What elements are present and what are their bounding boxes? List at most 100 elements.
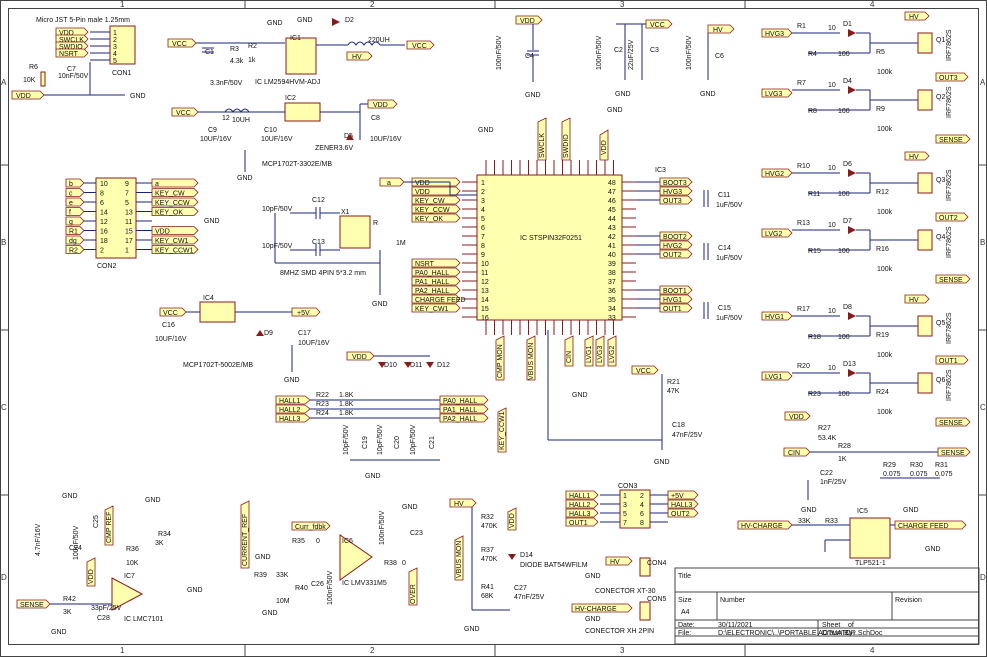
ic5-name: TLP521-1 (855, 560, 886, 567)
c8-ref: C8 (371, 115, 380, 122)
ic4-name: MCP1702T-5002E/MB (183, 362, 253, 369)
ic3-bottom-labels: CMP MON VBUS MON LVG3 LVG2 LVG1 CIN KEY_… (495, 330, 703, 466)
ic3-pin-left: 1 (481, 180, 485, 187)
c19-ref: C19 (362, 436, 369, 449)
con2-right-net-1-text: KEY_CW (155, 191, 185, 198)
size-label: Size (678, 597, 692, 604)
c2-val: 100nF/50V (596, 35, 603, 70)
gate-rc-val: 100k (877, 126, 893, 133)
gate-d-ref: D8 (843, 304, 852, 311)
con1-pin-num: 2 (113, 37, 117, 44)
con2-pin-right: 9 (125, 181, 129, 188)
con1-pin-num: 3 (113, 44, 117, 51)
file-label: File: (678, 630, 691, 637)
c10-ref: C10 (264, 127, 277, 134)
r24h-ref: R24 (316, 410, 329, 417)
ic3-pin-right: 47 (608, 189, 616, 196)
r37-val: 470K (481, 556, 498, 563)
con3-right-net-0-text: +5V (671, 493, 684, 500)
vbus-gnd: GND (464, 626, 480, 633)
con2-right-net-7-text: KEY_CCW1 (155, 248, 194, 255)
hall-gnd: GND (365, 473, 381, 480)
ic7-gnd-top2: GND (145, 497, 161, 504)
current-sense-group: VDD R27 53.4K CIN R28 1K C22 1nF/25V R29… (783, 411, 971, 514)
con3-right-net-1-text: HALL3 (671, 502, 693, 509)
row-label-c-right: C (980, 403, 986, 412)
x1-desc: 8MHZ SMD 4PIN 5*3.2 mm (280, 270, 366, 277)
con2-pin-right: 17 (125, 238, 133, 245)
ic6-ref: IC6 (342, 538, 353, 545)
con2-pin-left: 2 (100, 248, 104, 255)
size-value: A4 (681, 609, 690, 616)
pa2-tag: PA2_HALL (443, 416, 477, 423)
gate-lvg-0: LVG3 (761, 88, 793, 98)
ic3-pin-left: 10 (481, 261, 489, 268)
gate-sense-2: SENSE (935, 417, 971, 427)
ic3-right-net-13: HVG1 (659, 294, 693, 304)
cs-gnd: GND (801, 507, 817, 514)
ic4-5v: +5V (297, 310, 310, 317)
d2-gnd: GND (297, 17, 313, 24)
r38-val: 0 (402, 560, 406, 567)
vdd-vert: VDD (509, 513, 516, 528)
ic3-left-net-3-text: KEY_CCW (415, 207, 450, 214)
ic3-right-net-6: BOOT2 (659, 231, 693, 241)
gate-sense-1-text: SENSE (939, 277, 963, 284)
c6-hv: HV (713, 27, 723, 34)
d12-ref: D12 (437, 362, 450, 369)
con1-net-3: NSRT (55, 48, 89, 58)
ic4-vcc: VCC (163, 310, 178, 317)
r41-val: 68K (481, 593, 494, 600)
con2-left-net-6: dg (65, 235, 85, 245)
gate-rc-val: 100k (877, 209, 893, 216)
ic3-pin-left: 3 (481, 198, 485, 205)
c4-gnd: GND (525, 92, 541, 99)
con3-left-net-2: HALL3 (565, 508, 599, 518)
con2-right-net-3-text: KEY_OK (155, 210, 183, 217)
ic3-right-net-7: HVG2 (659, 240, 693, 250)
gate-hv-2: HV (909, 297, 919, 304)
con2-gnd: GND (204, 218, 220, 225)
con2-pin-left: 10 (100, 181, 108, 188)
con1-pin-num: 1 (113, 30, 117, 37)
con3-left-net-1: HALL2 (565, 499, 599, 509)
ic7-ref: IC7 (124, 573, 135, 580)
r31-ref: R31 (935, 462, 948, 469)
ic3-body (476, 174, 623, 321)
gate-r-val: 10 (828, 82, 836, 89)
vbus-mon-label: VBUS MON (456, 541, 463, 578)
r1m-ref: R (373, 220, 378, 227)
ic2-name: MCP1702T-3302E/MB (262, 161, 332, 168)
c24-ref: C24 (69, 545, 82, 552)
ic7-sense: SENSE (20, 602, 44, 609)
r32-ref: R32 (481, 514, 494, 521)
gate-out-0-text: OUT3 (939, 75, 958, 82)
gate-rb-ref: R11 (808, 191, 820, 198)
vbus-divider: HV R32 470K R37 470K R41 68K VBUS MON VD… (449, 498, 588, 633)
r3-val: 4.3k (230, 58, 244, 65)
ic3-pin-right: 46 (608, 198, 616, 205)
x1-group: 10pF/50V C12 10pF/50V C13 X1 R 1M 8MHZ S… (262, 197, 406, 308)
sheet-label: Sheet (822, 622, 840, 629)
gate-rb-val: 100 (838, 108, 850, 115)
con2-left-net-0: b (65, 178, 85, 188)
ic3-pin-right: 41 (608, 243, 616, 250)
c18-gnd: GND (654, 459, 670, 466)
ic3-group: IC3 IC STSPIN32F0251 1VDD2VDD3KEY_CW4KEY… (379, 107, 693, 335)
c14-val: 1uF/50V (716, 255, 743, 262)
ic3-pin-right: 43 (608, 225, 616, 232)
con2-ref: CON2 (97, 263, 117, 270)
key-ccw1-bottom: KEY_CCW1 (499, 411, 506, 450)
ic3-pin-right: 48 (608, 180, 616, 187)
r2-val: 1k (248, 57, 256, 64)
con2-right-net-3: KEY_OK (151, 207, 199, 217)
r27-val: 53.4K (818, 435, 837, 442)
con2-left-net-2: e (65, 197, 85, 207)
c3-ref: C3 (650, 47, 659, 54)
con2-pin-left: 18 (100, 238, 108, 245)
con3-pin-left: 7 (623, 520, 627, 527)
r1m-val: 1M (396, 240, 406, 247)
gate-rc-val: 100k (877, 69, 893, 76)
con5-desc: CONECTOR XH 2PIN (585, 628, 654, 635)
con2-left-net-4-text: g (69, 219, 73, 226)
